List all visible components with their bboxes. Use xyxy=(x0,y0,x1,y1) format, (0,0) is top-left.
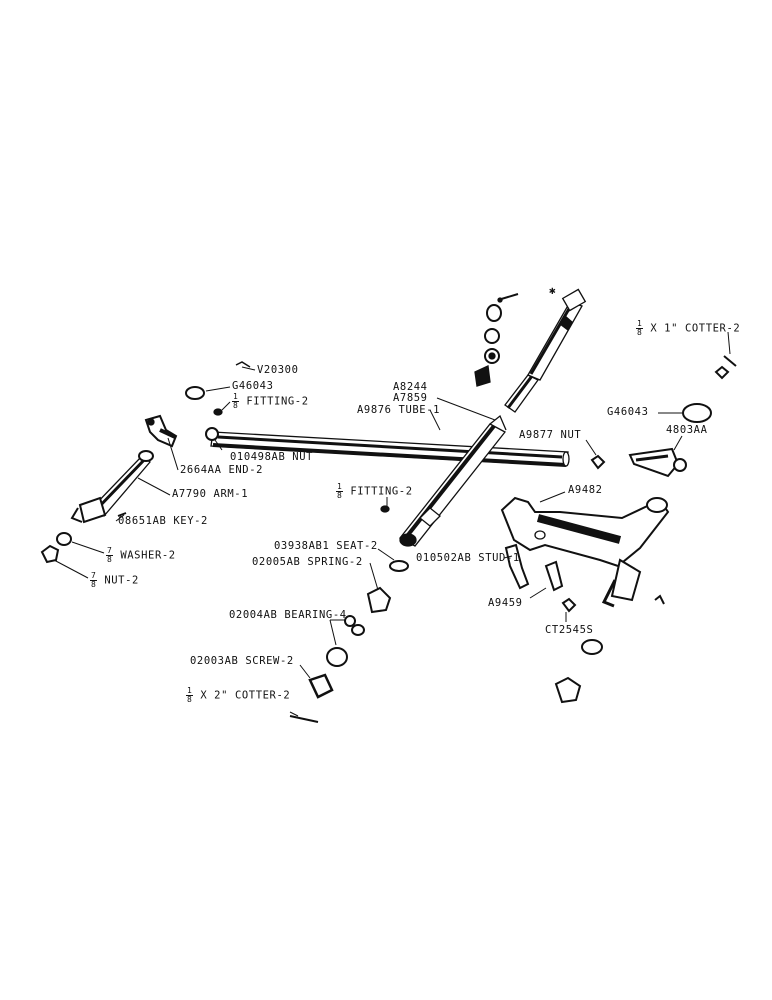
label-a9877-nut: A9877 NUT xyxy=(519,429,582,441)
cotter-text: X 2" COTTER-2 xyxy=(200,689,291,702)
label-010498ab-nut: 010498AB NUT xyxy=(230,451,314,463)
steering-arm xyxy=(500,496,670,608)
label-g46043-left: G46043 xyxy=(232,380,274,392)
nut-text: NUT-2 xyxy=(104,574,139,587)
tie-rod-end-left xyxy=(144,414,178,448)
right-side-parts xyxy=(590,355,737,478)
label-a9459: A9459 xyxy=(488,597,523,609)
vertical-tube xyxy=(399,288,587,547)
bearing-stack xyxy=(289,560,409,723)
fitting-text: FITTING-2 xyxy=(350,485,413,498)
label-02004ab-bearing: 02004AB BEARING-4 xyxy=(229,609,347,621)
label-a7859: A7859 xyxy=(393,392,428,404)
label-010502ab-stud: 010502AB STUD-1 xyxy=(416,552,520,564)
cotter-text: X 1" COTTER-2 xyxy=(650,322,741,335)
washer-text: WASHER-2 xyxy=(120,549,176,562)
label-a8244: A8244 xyxy=(393,381,428,393)
label-03938ab1-seat: 03938AB1 SEAT-2 xyxy=(274,540,378,552)
left-small-parts xyxy=(40,361,390,564)
pitman-arm-left xyxy=(70,450,154,524)
label-ct2545s: CT2545S xyxy=(545,624,594,636)
label-02003ab-screw: 02003AB SCREW-2 xyxy=(190,655,294,667)
fitting-text: FITTING-2 xyxy=(246,395,309,408)
label-g46043-right: G46043 xyxy=(607,406,649,418)
upper-small-parts: ✱ xyxy=(474,284,556,387)
leader-arrows xyxy=(53,331,731,717)
label-4803aa: 4803AA xyxy=(666,424,708,436)
label-a9482: A9482 xyxy=(568,484,603,496)
label-08651ab-key: 08651AB KEY-2 xyxy=(118,515,208,527)
label-a9876-tube: A9876 TUBE-1 xyxy=(357,404,441,416)
label-a7790-arm: A7790 ARM-1 xyxy=(172,488,249,500)
label-v20300: V20300 xyxy=(257,364,299,376)
svg-text:✱: ✱ xyxy=(549,284,556,297)
label-2664aa-end: 2664AA END-2 xyxy=(180,464,264,476)
label-02005ab-spring: 02005AB SPRING-2 xyxy=(252,556,363,568)
